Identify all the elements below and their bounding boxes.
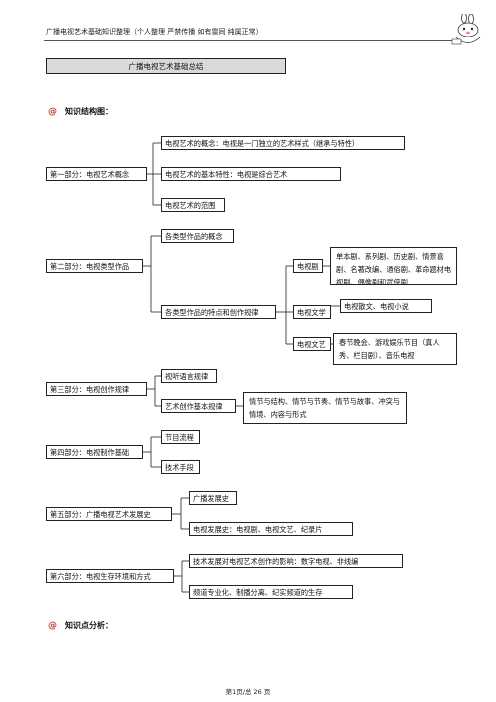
tree-part1-scope: 电视艺术的范围	[161, 198, 225, 212]
tree-genre-tv-literature-detail: 电视散文、电视小说	[340, 299, 432, 313]
tree-part1-label: 第一部分：电视艺术概念	[46, 167, 147, 181]
tree-part1-concept: 电视艺术的概念：电视是一门独立的艺术样式（继承与特性）	[161, 136, 405, 150]
rabbit-mascot-icon	[451, 14, 481, 45]
tree-part6-tech-impact: 技术发展对电视艺术创作的影响：数字电视、非线编	[189, 554, 403, 568]
tree-genre-tv-variety: 电视文艺	[293, 337, 331, 351]
section-analysis-heading: @ 知识点分析：	[48, 620, 113, 631]
tree-part3-creation: 艺术创作基本规律	[161, 399, 236, 413]
tree-part2-features: 各类型作品的特点和创作规律	[161, 305, 276, 319]
tree-part5-radio-history: 广播发展史	[189, 491, 237, 505]
tree-part5-label: 第五部分：广播电视艺术发展史	[46, 507, 172, 521]
bullet-icon: @	[48, 621, 57, 631]
section-structure-heading: @ 知识结构图：	[48, 106, 113, 117]
tree-genre-tv-variety-detail: 春节晚会、游戏娱乐节目（真人秀、栏目剧）、音乐电视	[333, 333, 457, 365]
bullet-icon: @	[48, 107, 57, 117]
tree-part2-concept: 各类型作品的概念	[161, 229, 234, 243]
tree-part3-creation-detail: 情节与结构、情节与节奏、情节与故事、冲突与情境、内容与形式	[243, 392, 407, 424]
section-structure-label: 知识结构图：	[65, 107, 113, 116]
tree-genre-tv-drama-detail: 单本剧、系列剧、历史剧、情景喜剧、名著改编、通俗剧、革命题材电视剧、偶像剧和武侠…	[330, 247, 457, 285]
header-divider	[44, 40, 456, 41]
tree-part5-tv-history: 电视发展史：电视剧、电视文艺、纪录片	[189, 522, 353, 536]
tree-part4-process: 节目流程	[161, 430, 200, 444]
tree-part3-audiovisual: 视听语言规律	[161, 369, 217, 383]
tree-part4-technique: 技术手段	[161, 460, 200, 474]
tree-genre-tv-literature: 电视文学	[293, 305, 331, 319]
tree-genre-tv-drama: 电视剧	[293, 259, 323, 273]
tree-part6-channel: 频道专业化、制播分离、纪实频道的生存	[189, 585, 353, 599]
document-title: 广播电视艺术基础总结	[46, 58, 286, 74]
tree-part2-label: 第二部分：电视类型作品	[46, 259, 143, 273]
tree-part6-label: 第六部分：电视生存环境和方式	[46, 569, 174, 583]
tree-part4-label: 第四部分：电视制作基础	[46, 445, 143, 459]
tree-part1-basic-feature: 电视艺术的基本特性：电视是综合艺术	[161, 167, 341, 181]
page-footer: 第1页/总 26 页	[225, 688, 271, 696]
section-analysis-label: 知识点分析：	[65, 621, 113, 630]
page-header: 广播电视艺术基础知识整理（个人整理 严禁传播 如有雷同 纯属正常）	[46, 28, 263, 36]
tree-part3-label: 第三部分：电视创作规律	[46, 382, 147, 396]
